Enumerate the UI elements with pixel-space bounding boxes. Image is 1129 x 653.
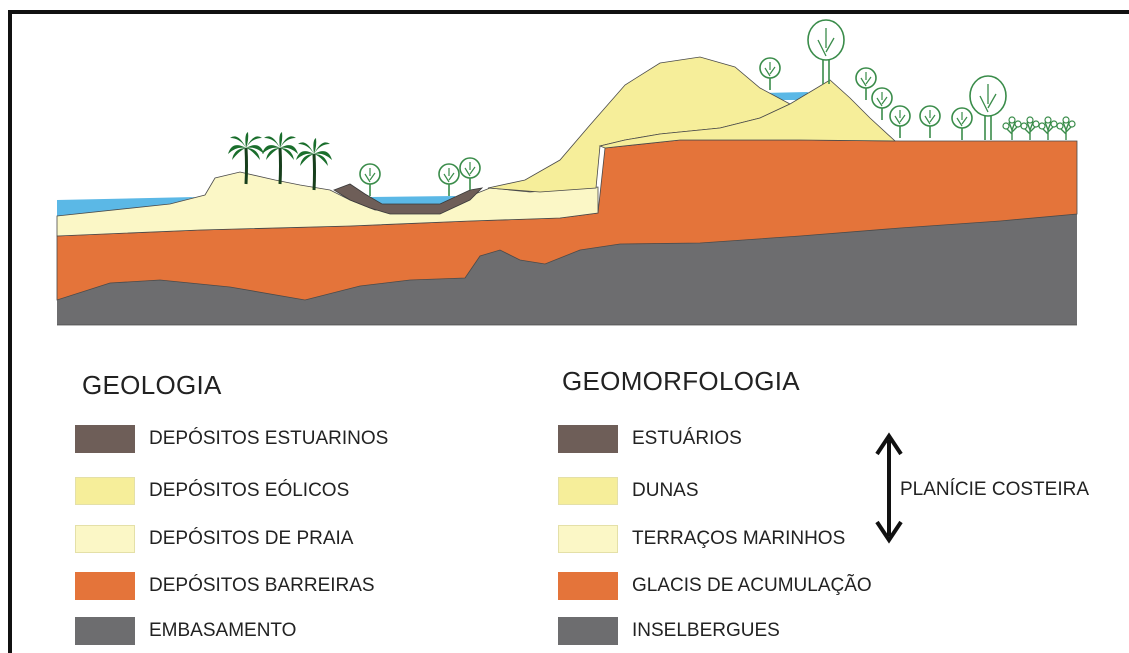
legend-item: DEPÓSITOS DE PRAIA [75,524,353,554]
tree-icon [438,163,460,197]
swatch-glacis [558,572,618,600]
legend-item: GLACIS DE ACUMULAÇÃO [558,571,872,601]
legend-item: INSELBERGUES [558,616,780,646]
coastal-plain-label: PLANÍCIE COSTEIRA [900,479,1089,500]
legend-label: DEPÓSITOS BARREIRAS [149,575,375,596]
tree-icon [1020,116,1040,141]
legend-label: DEPÓSITOS ESTUARINOS [149,428,389,449]
tree-icon [969,75,1007,141]
legend-item: DEPÓSITOS EÓLICOS [75,476,349,506]
swatch-estuaries [558,425,618,453]
diagram-frame [8,10,1129,653]
legend-item: EMBASAMENTO [75,616,296,646]
palm-tree-icon [294,136,334,192]
legend-label: DEPÓSITOS EÓLICOS [149,480,350,501]
palm-tree-icon [260,130,300,186]
tree-icon [1056,116,1076,141]
legend-item: DEPÓSITOS ESTUARINOS [75,424,388,454]
legend-label: DUNAS [632,480,699,501]
legend-label: INSELBERGUES [632,620,780,641]
legend-title-geologia: GEOLOGIA [82,370,222,400]
eolian-dune-upper [598,79,897,149]
legend-title-geomorfologia: GEOMORFOLOGIA [562,366,800,396]
tree-icon [951,107,973,141]
swatch-eolian [75,477,135,505]
eolian-dune-main [487,56,791,193]
tree-icon [1002,116,1022,141]
tree-icon [807,19,845,85]
swatch-inselbergs [558,617,618,645]
legend-item: DEPÓSITOS BARREIRAS [75,571,375,601]
legend-label: TERRAÇOS MARINHOS [632,528,846,549]
swatch-barreiras [75,572,135,600]
swatch-beach [75,525,135,553]
swatch-dunes [558,477,618,505]
basement-layer [57,214,1077,325]
tree-icon [359,163,381,197]
legend-item: TERRAÇOS MARINHOS [558,524,845,554]
sea-left [57,197,195,216]
tree-icon [889,105,911,139]
estuarine-deposits [333,183,484,215]
tree-icon [1038,116,1058,141]
swatch-estuarine [75,425,135,453]
legend-label: DEPÓSITOS DE PRAIA [149,528,354,549]
tree-icon [759,57,781,91]
legend-item: ESTUÁRIOS [558,424,742,454]
double-arrow-icon [875,432,903,544]
tree-icon [871,87,893,121]
tree-icon [919,105,941,139]
legend-label: GLACIS DE ACUMULAÇÃO [632,575,872,596]
legend-item: DUNAS [558,476,699,506]
tree-icon [459,157,481,191]
swatch-basement [75,617,135,645]
legend-label: EMBASAMENTO [149,620,297,641]
swatch-marine-terraces [558,525,618,553]
geological-cross-section [56,19,1078,326]
estuary-water [370,196,460,204]
legend-label: ESTUÁRIOS [632,428,742,449]
